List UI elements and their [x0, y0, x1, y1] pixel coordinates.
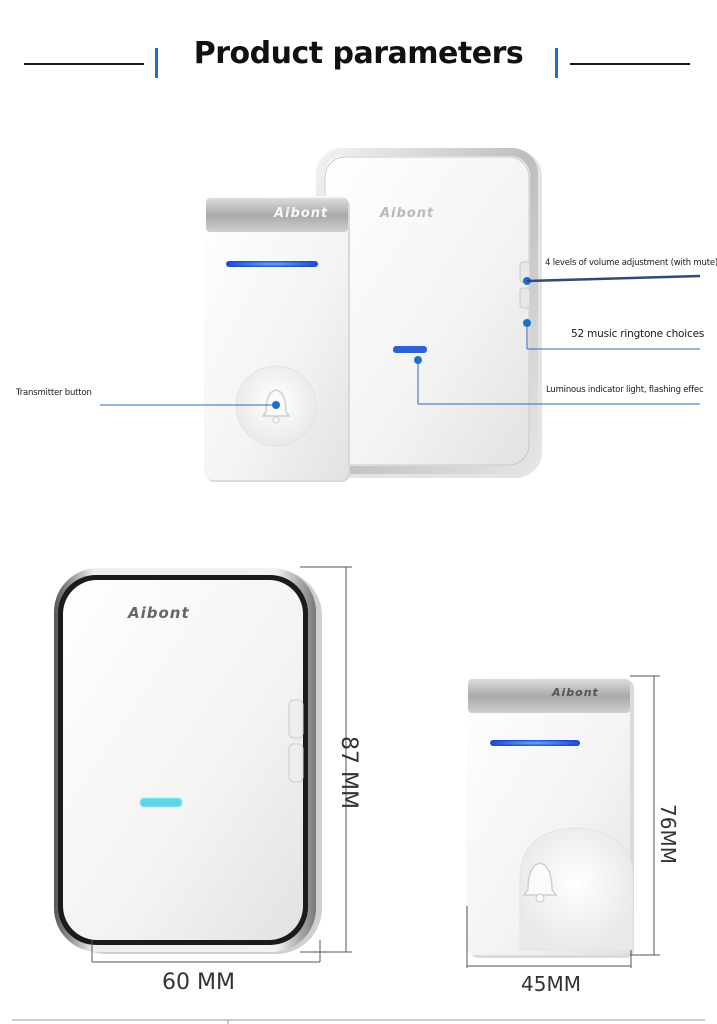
callout-lines	[100, 274, 701, 409]
transmitter-brand-logo: Aibont	[274, 206, 329, 221]
header-rule-left	[24, 63, 144, 65]
receiver-brand-logo: Aibont	[380, 206, 435, 221]
receiver-dimension-lines	[91, 566, 352, 963]
receiver-dim-brand-logo: Aibont	[128, 604, 190, 622]
transmitter-width-label: 45MM	[521, 972, 581, 996]
page-title: Product parameters	[193, 36, 524, 71]
callout-volume-adjustment: 4 levels of volume adjustment (with mute…	[545, 258, 717, 268]
header-tick-left	[155, 48, 158, 78]
header-tick-right	[555, 48, 558, 78]
header-rule-right	[570, 63, 690, 65]
receiver-height-label: 87 MM	[335, 736, 361, 809]
transmitter-unit-dimensions	[466, 677, 634, 958]
transmitter-dimension-lines	[466, 675, 660, 968]
callout-indicator-light: Luminous indicator light, flashing effec	[546, 385, 704, 395]
receiver-unit-dimensions	[54, 568, 322, 954]
transmitter-unit-top	[204, 196, 350, 482]
transmitter-dim-brand-logo: Aibont	[552, 686, 599, 699]
callout-ringtone-choices: 52 music ringtone choices	[571, 328, 705, 340]
transmitter-height-label: 76MM	[655, 804, 680, 864]
receiver-unit-top	[316, 148, 542, 478]
receiver-width-label: 60 MM	[162, 970, 235, 995]
callout-transmitter-button: Transmitter button	[16, 388, 92, 398]
